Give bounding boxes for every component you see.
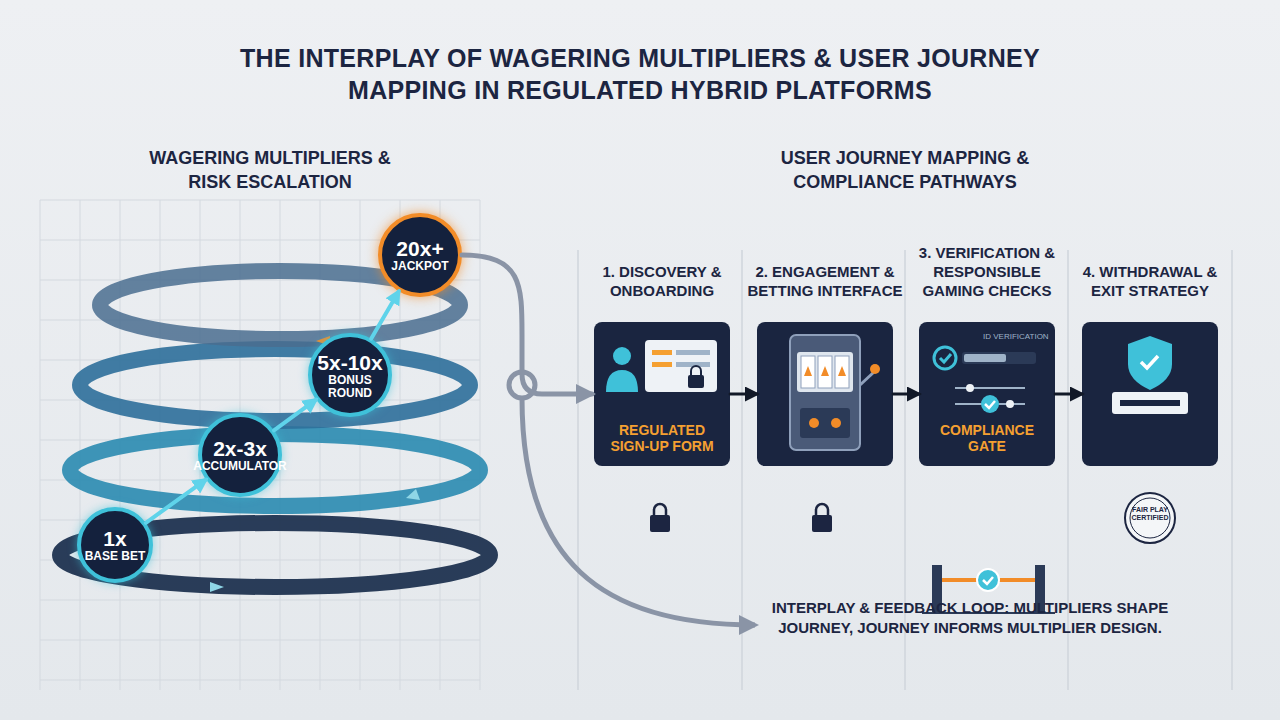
multiplier-value: 20x+: [396, 237, 443, 260]
multiplier-circle: 1xBASE BET: [77, 507, 153, 583]
multiplier-value: 2x-3x: [213, 437, 267, 460]
padlock-body: [812, 515, 832, 532]
padlock-body: [650, 515, 670, 532]
multiplier-name: BONUS ROUND: [312, 374, 388, 400]
section-heading: USER JOURNEY MAPPING & COMPLIANCE PATHWA…: [770, 146, 1040, 194]
grid-lines: [40, 200, 480, 680]
flow-arrow: [730, 393, 757, 396]
journey-step-box: 4. WITHDRAWAL & EXIT STRATEGY: [1082, 322, 1218, 466]
multiplier-name: JACKPOT: [391, 260, 448, 273]
divider-lines: [578, 250, 1232, 690]
grid: [40, 200, 480, 690]
box-label: REGULATED SIGN-UP FORM: [598, 422, 726, 454]
flow-arrow: [274, 400, 316, 431]
spiral-band: [80, 349, 470, 421]
journey-step-box: 1. DISCOVERY & ONBOARDINGREGULATED SIGN-…: [594, 322, 730, 466]
gate-check: [977, 569, 999, 591]
badge-outer: [1125, 493, 1175, 543]
padlock-shackle: [816, 504, 828, 515]
step-heading: 1. DISCOVERY & ONBOARDING: [580, 262, 744, 300]
flow-arrow: [146, 480, 206, 523]
gate-bar: [942, 578, 1035, 582]
box-label: COMPLIANCE GATE: [923, 422, 1051, 454]
icon-caption: ID VERIFICATION: [983, 332, 1049, 342]
junction-circle: [509, 372, 535, 398]
multiplier-circle: 5x-10xBONUS ROUND: [308, 333, 392, 417]
section-heading: WAGERING MULTIPLIERS & RISK ESCALATION: [140, 146, 400, 194]
ribbon-arrowhead: [406, 489, 420, 500]
below-icons: [650, 493, 1175, 613]
multiplier-value: 5x-10x: [317, 351, 382, 374]
flow-arrow: [1055, 393, 1082, 396]
check-mark: [983, 577, 993, 584]
step-heading: 3. VERIFICATION & RESPONSIBLE GAMING CHE…: [905, 243, 1069, 300]
loop-connector: [462, 255, 592, 394]
step-heading: 4. WITHDRAWAL & EXIT STRATEGY: [1068, 262, 1232, 300]
multiplier-name: ACCUMULATOR: [193, 460, 287, 473]
feedback-note: INTERPLAY & FEEDBACK LOOP: MULTIPLIERS S…: [770, 598, 1170, 638]
spiral-ribbons: [60, 271, 490, 587]
multiplier-circle: 20x+JACKPOT: [378, 213, 462, 297]
flow-arrow: [371, 291, 399, 338]
multiplier-circle: 2x-3xACCUMULATOR: [198, 413, 282, 497]
multiplier-name: BASE BET: [85, 550, 146, 563]
step-heading: 2. ENGAGEMENT & BETTING INTERFACE: [743, 262, 907, 300]
column-dividers: [578, 250, 1232, 690]
journey-step-box: 2. ENGAGEMENT & BETTING INTERFACE: [757, 322, 893, 466]
multiplier-value: 1x: [103, 527, 126, 550]
journey-step-box: 3. VERIFICATION & RESPONSIBLE GAMING CHE…: [919, 322, 1055, 466]
padlock-shackle: [654, 504, 666, 515]
badge-text: FAIR PLAY CERTIFIED: [1127, 506, 1173, 522]
grid-lines: [40, 200, 480, 690]
ribbon-arrowhead: [210, 582, 224, 592]
diagram-title: THE INTERPLAY OF WAGERING MULTIPLIERS & …: [190, 42, 1090, 106]
flow-arrow: [893, 393, 919, 396]
